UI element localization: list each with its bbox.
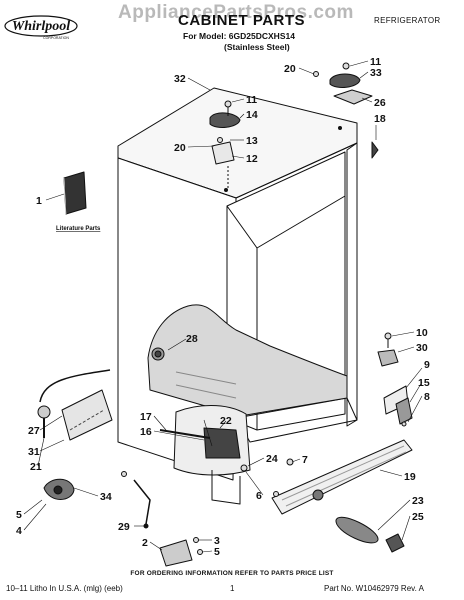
page-number: 1 — [230, 584, 235, 593]
model-variant: (Stainless Steel) — [224, 42, 290, 52]
callout-2: 2 — [142, 537, 148, 549]
ordering-note: FOR ORDERING INFORMATION REFER TO PARTS … — [130, 570, 334, 577]
page-title: CABINET PARTS — [178, 12, 306, 29]
callout-11: 11 — [370, 56, 381, 68]
whirlpool-logo: Whirlpool CORPORATION — [4, 14, 78, 45]
callout-21: 21 — [30, 461, 42, 473]
callout-10: 10 — [416, 327, 428, 339]
tubing-29 — [133, 479, 151, 525]
print-info: 10–11 Litho In U.S.A. (mlg) (eeb) — [6, 584, 123, 593]
callout-9: 9 — [424, 359, 430, 371]
callout-32: 32 — [174, 73, 186, 85]
filter-cap-25 — [385, 533, 405, 553]
valve-bracket-2 — [159, 539, 193, 567]
callout-7: 7 — [302, 454, 308, 466]
callout-33: 33 — [370, 67, 382, 79]
callout-18: 18 — [374, 113, 386, 125]
toe-grille-19 — [271, 439, 413, 515]
callout-34: 34 — [100, 491, 112, 503]
tube-17 — [159, 429, 211, 439]
watermark-text: AppliancePartsPros.com — [118, 2, 354, 23]
callout-8: 8 — [424, 391, 430, 403]
power-cord-31 — [39, 369, 111, 403]
bracket-15 — [395, 397, 413, 425]
callout-5: 5 — [214, 546, 220, 558]
callout-12: 12 — [246, 153, 258, 165]
callout-19: 19 — [404, 471, 416, 483]
callout-20: 20 — [284, 63, 296, 75]
hinge-cover-33 — [329, 73, 361, 88]
literature-parts-booklet — [63, 171, 87, 215]
callout-26: 26 — [374, 97, 386, 109]
callout-27: 27 — [28, 425, 40, 437]
callout-25: 25 — [412, 511, 424, 523]
callout-29: 29 — [118, 521, 130, 533]
brand-subtitle: CORPORATION — [43, 36, 69, 40]
callout-28: 28 — [186, 333, 198, 345]
callout-1: 1 — [36, 195, 42, 207]
hinge-cover-14 — [209, 112, 241, 128]
appliance-category: REFRIGERATOR — [374, 16, 441, 25]
callout-20: 20 — [174, 142, 186, 154]
cutaway-section — [147, 304, 348, 417]
callout-14: 14 — [246, 109, 258, 121]
callout-23: 23 — [412, 495, 424, 507]
drain-pan-27 — [61, 389, 113, 441]
callout-15: 15 — [418, 377, 430, 389]
model-number: For Model: 6GD25DCXHS14 — [183, 31, 295, 41]
brand-name: Whirlpool — [12, 19, 70, 34]
callout-13: 13 — [246, 135, 258, 147]
callout-17: 17 — [140, 411, 152, 423]
cabinet-right-side — [346, 142, 358, 427]
water-filter-23 — [335, 516, 379, 544]
callout-16: 16 — [140, 426, 152, 438]
callout-30: 30 — [416, 342, 428, 354]
literature-parts-label: Literature Parts — [56, 226, 101, 232]
callout-4: 4 — [16, 525, 22, 537]
hinge-bracket-26 — [333, 89, 373, 105]
callout-31: 31 — [28, 446, 40, 458]
hinge-assembly-30 — [377, 349, 399, 367]
hinge-plate-12 — [211, 141, 235, 165]
water-valve-16 — [203, 427, 241, 459]
callout-22: 22 — [220, 415, 232, 427]
callout-5: 5 — [16, 509, 22, 521]
callout-24: 24 — [266, 453, 278, 465]
callout-11: 11 — [246, 94, 257, 106]
callout-6: 6 — [256, 490, 262, 502]
callout-3: 3 — [214, 535, 220, 547]
part-number: Part No. W10462979 Rev. A — [324, 584, 424, 593]
hinge-pin-18 — [371, 141, 379, 159]
